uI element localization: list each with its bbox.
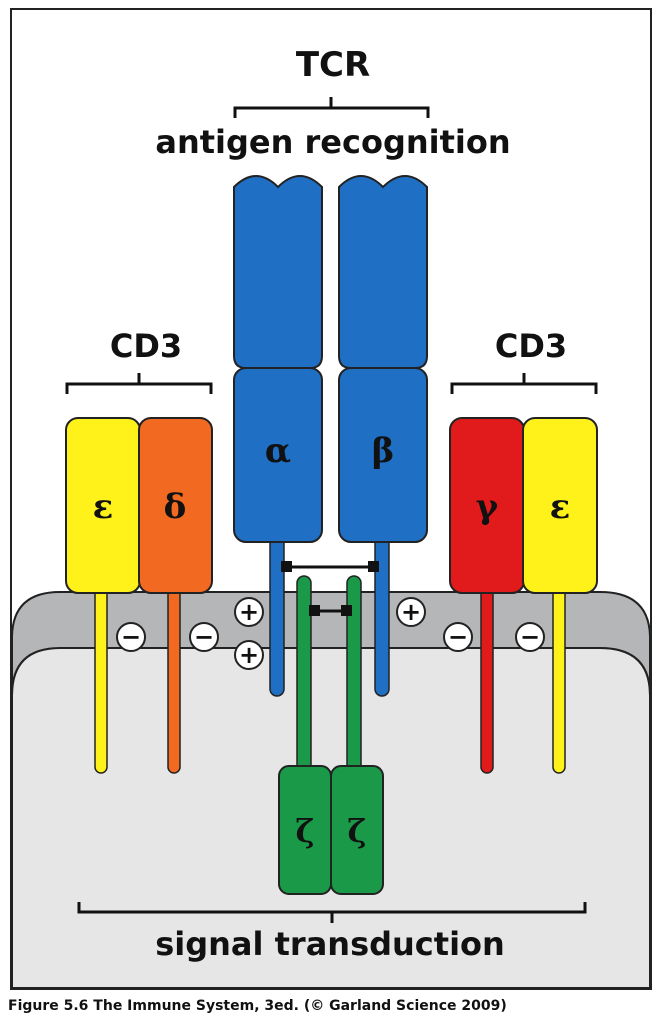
beta-tail: [374, 529, 390, 697]
beta-chain-constant-domain: [338, 367, 428, 543]
cd3-epsilon-right-label: ε: [550, 487, 571, 527]
charge-minus-epsilon-left: −: [116, 622, 146, 652]
tcr-bracket: [233, 97, 430, 118]
charge-plus-alpha-lower: +: [234, 640, 264, 670]
cd3-gamma-label: γ: [476, 487, 499, 527]
cd3-epsilon-right-domain: [522, 417, 598, 594]
charge-plus-beta: +: [396, 597, 426, 627]
figure-caption: Figure 5.6 The Immune System, 3ed. (© Ga…: [8, 998, 507, 1014]
tcr-disulfide-left-cap: [281, 561, 292, 572]
alpha-chain-constant-domain: [233, 367, 323, 543]
charge-minus-gamma-sign: −: [448, 623, 468, 651]
cd3-left-label: CD3: [110, 327, 182, 365]
cd3-right-bracket: [450, 373, 598, 394]
charge-minus-gamma: −: [443, 622, 473, 652]
signal-transduction-bracket: [77, 902, 587, 923]
charge-plus-beta-sign: +: [401, 598, 421, 626]
zeta-left-stalk: [296, 575, 312, 777]
zeta-disulfide-left-cap: [309, 605, 320, 616]
charge-minus-delta: −: [189, 622, 219, 652]
charge-plus-alpha-upper: +: [234, 597, 264, 627]
antigen-recognition-label: antigen recognition: [155, 123, 510, 161]
charge-minus-epsilon-right-sign: −: [520, 623, 540, 651]
tcr-disulfide-right-cap: [368, 561, 379, 572]
cd3-right-label: CD3: [495, 327, 567, 365]
cd3-epsilon-left-label: ε: [93, 487, 114, 527]
zeta-left-label: ζ: [296, 812, 315, 850]
charge-plus-alpha-upper-sign: +: [239, 598, 259, 626]
epsilon-right-tail: [552, 584, 566, 774]
alpha-chain-variable-domain: [233, 175, 323, 369]
delta-tail: [167, 584, 181, 774]
charge-minus-epsilon-right: −: [515, 622, 545, 652]
charge-minus-delta-sign: −: [194, 623, 214, 651]
zeta-right-label: ζ: [348, 812, 367, 850]
gamma-tail: [480, 584, 494, 774]
cd3-delta-domain: [138, 417, 213, 594]
tcr-label: TCR: [296, 45, 370, 85]
zeta-right-domain: [330, 765, 384, 895]
signal-transduction-label: signal transduction: [155, 925, 505, 963]
charge-plus-alpha-lower-sign: +: [239, 641, 259, 669]
alpha-chain-label: α: [265, 431, 291, 471]
cd3-delta-label: δ: [164, 487, 187, 527]
epsilon-left-tail: [94, 584, 108, 774]
beta-chain-variable-domain: [338, 175, 428, 369]
beta-chain-label: β: [372, 431, 395, 471]
charge-minus-epsilon-left-sign: −: [121, 623, 141, 651]
cd3-left-bracket: [65, 373, 213, 394]
alpha-tail: [269, 529, 285, 697]
zeta-disulfide-right-cap: [341, 605, 352, 616]
